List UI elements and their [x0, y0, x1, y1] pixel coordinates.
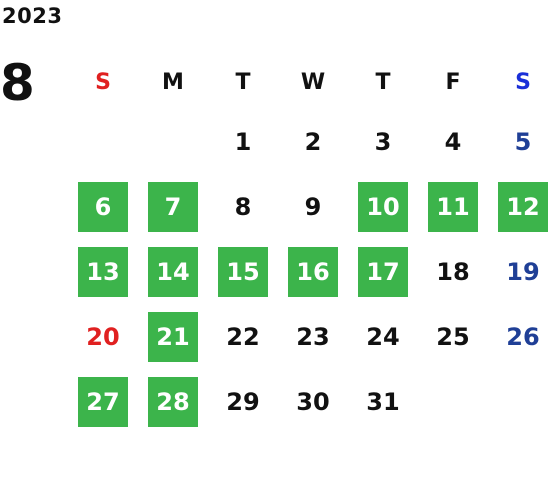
day-16[interactable]: 16	[288, 246, 338, 297]
day-8[interactable]: 8	[234, 192, 252, 221]
week-row: 13 14 15 16 17 18 19	[68, 239, 548, 304]
day-cell	[488, 369, 548, 434]
day-26[interactable]: 26	[506, 322, 540, 351]
day-cell: 13	[68, 239, 138, 304]
day-cell: 28	[138, 369, 208, 434]
day-4[interactable]: 4	[444, 127, 462, 156]
day-cell: 19	[488, 239, 548, 304]
year-label: 2023	[2, 4, 63, 28]
day-cell: 9	[278, 174, 348, 239]
week-row: 1 2 3 4 5	[68, 109, 548, 174]
day-2[interactable]: 2	[304, 127, 322, 156]
day-9[interactable]: 9	[304, 192, 322, 221]
day-cell: 1	[208, 109, 278, 174]
day-6[interactable]: 6	[78, 181, 128, 232]
day-cell: 22	[208, 304, 278, 369]
weekday-wednesday: W	[300, 69, 326, 95]
day-cell: 27	[68, 369, 138, 434]
day-29[interactable]: 29	[226, 387, 260, 416]
day-12[interactable]: 12	[498, 181, 548, 232]
day-cell: 26	[488, 304, 548, 369]
day-21[interactable]: 21	[148, 311, 198, 362]
day-10[interactable]: 10	[358, 181, 408, 232]
weekday-thursday: T	[375, 69, 391, 95]
day-5[interactable]: 5	[514, 127, 532, 156]
day-cell: 30	[278, 369, 348, 434]
day-cell: 15	[208, 239, 278, 304]
day-cell: 11	[418, 174, 488, 239]
day-18[interactable]: 18	[436, 257, 470, 286]
weekday-tuesday: T	[235, 69, 251, 95]
day-30[interactable]: 30	[296, 387, 330, 416]
day-cell: 4	[418, 109, 488, 174]
day-cell: 17	[348, 239, 418, 304]
weekday-header-row: S M T W T F S	[68, 55, 548, 109]
day-cell: 18	[418, 239, 488, 304]
day-23[interactable]: 23	[296, 322, 330, 351]
day-20[interactable]: 20	[86, 322, 120, 351]
day-cell: 16	[278, 239, 348, 304]
day-13[interactable]: 13	[78, 246, 128, 297]
week-row: 20 21 22 23 24 25 26	[68, 304, 548, 369]
day-cell: 12	[488, 174, 548, 239]
day-cell: 25	[418, 304, 488, 369]
day-cell: 10	[348, 174, 418, 239]
day-cell: 2	[278, 109, 348, 174]
day-cell: 29	[208, 369, 278, 434]
day-cell: 5	[488, 109, 548, 174]
day-3[interactable]: 3	[374, 127, 392, 156]
week-row: 27 28 29 30 31	[68, 369, 548, 434]
day-28[interactable]: 28	[148, 376, 198, 427]
day-22[interactable]: 22	[226, 322, 260, 351]
day-cell: 31	[348, 369, 418, 434]
day-11[interactable]: 11	[428, 181, 478, 232]
day-25[interactable]: 25	[436, 322, 470, 351]
weekday-friday: F	[445, 69, 461, 95]
day-cell: 7	[138, 174, 208, 239]
day-cell	[138, 109, 208, 174]
day-cell: 21	[138, 304, 208, 369]
day-cell: 8	[208, 174, 278, 239]
day-15[interactable]: 15	[218, 246, 268, 297]
day-cell: 24	[348, 304, 418, 369]
day-cell: 20	[68, 304, 138, 369]
day-cell: 3	[348, 109, 418, 174]
day-cell	[68, 109, 138, 174]
day-1[interactable]: 1	[234, 127, 252, 156]
weekday-sunday: S	[95, 69, 111, 95]
month-label: 8	[0, 54, 35, 112]
day-7[interactable]: 7	[148, 181, 198, 232]
day-cell: 6	[68, 174, 138, 239]
day-24[interactable]: 24	[366, 322, 400, 351]
weekday-saturday: S	[515, 69, 531, 95]
day-17[interactable]: 17	[358, 246, 408, 297]
day-14[interactable]: 14	[148, 246, 198, 297]
day-19[interactable]: 19	[506, 257, 540, 286]
day-31[interactable]: 31	[366, 387, 400, 416]
day-cell: 14	[138, 239, 208, 304]
day-cell: 23	[278, 304, 348, 369]
day-cell	[418, 369, 488, 434]
weekday-monday: M	[162, 69, 184, 95]
day-27[interactable]: 27	[78, 376, 128, 427]
